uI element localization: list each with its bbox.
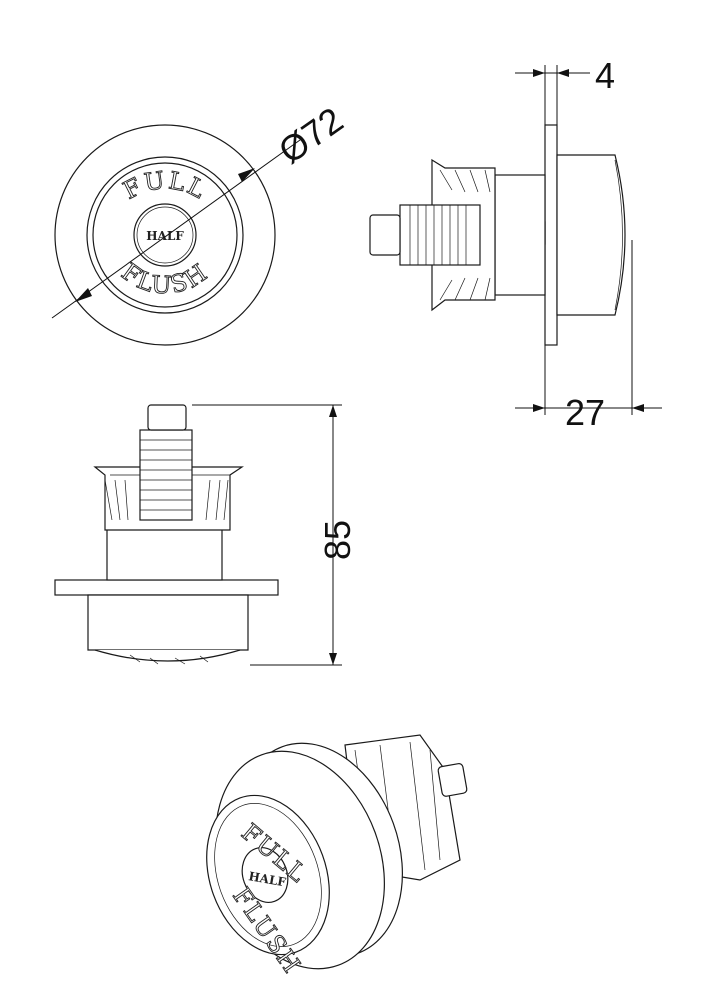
depth-dimension: 27 (515, 240, 662, 433)
height-dimension: 85 (192, 404, 358, 666)
front-view: FULL FLUSH HALF (54, 124, 276, 346)
depth-label: 27 (565, 392, 605, 433)
side-view-right (369, 124, 626, 346)
front-label-full: FULL (119, 166, 212, 205)
side-view-bottom (54, 404, 279, 665)
iso-label-half: HALF (247, 869, 287, 889)
front-label-flush: FLUSH (116, 258, 213, 300)
flange-dimension: 4 (515, 55, 615, 125)
flange-thickness-label: 4 (595, 55, 615, 96)
height-label: 85 (317, 520, 358, 560)
front-label-half: HALF (146, 229, 184, 243)
iso-view: FULL FLUSH HALF (206, 734, 468, 980)
diameter-label: Ø72 (271, 99, 350, 172)
